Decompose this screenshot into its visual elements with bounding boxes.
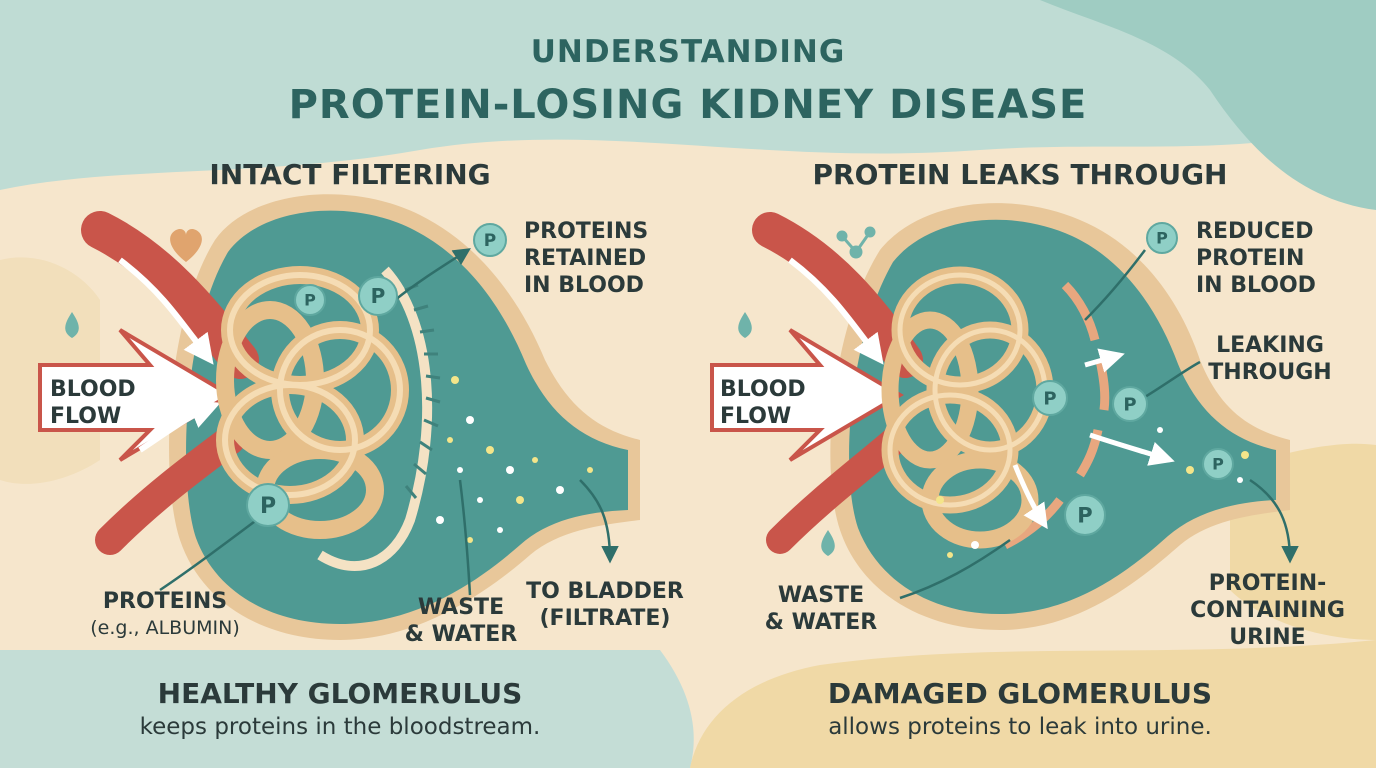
waste-pointer (458, 479, 472, 596)
bladder-line2: (FILTRATE) (539, 606, 671, 631)
healthy-glomerulus-illustration (38, 194, 641, 640)
urine-line3: URINE (1229, 625, 1306, 650)
protein-tokens: P P P P P P P P P (246, 222, 1234, 536)
header-subtitle: UNDERSTANDING (530, 34, 846, 70)
proteins-example: (e.g., ALBUMIN) (90, 617, 240, 639)
urine-line1: PROTEIN- (1208, 571, 1327, 596)
reduced-line3: IN BLOOD (1196, 273, 1316, 298)
protein-molecule (1202, 448, 1234, 480)
reduced-line2: PROTEIN (1196, 246, 1305, 271)
bladder-arrow (579, 479, 619, 564)
blood-flow-right-line2: FLOW (720, 404, 792, 429)
header-title: PROTEIN-LOSING KIDNEY DISEASE (288, 82, 1088, 128)
blood-flow-arrow-right (710, 328, 904, 462)
leaking-through-label: LEAKING THROUGH (1200, 332, 1340, 386)
filtrate-dots (436, 376, 593, 543)
waste-water-label: WASTE & WATER (396, 594, 526, 648)
water-drop-icon-lower (821, 530, 835, 556)
waste-line2: & WATER (404, 622, 518, 647)
filtration-membrane (317, 266, 433, 571)
left-caption-title: HEALTHY GLOMERULUS (157, 677, 523, 710)
proteins-label: PROTEINS (e.g., ALBUMIN) (70, 588, 260, 642)
reduced-line1: REDUCED (1196, 219, 1314, 244)
protein-urine-label: PROTEIN- CONTAINING URINE (1190, 570, 1345, 651)
blood-flow-label-right: BLOOD FLOW (720, 376, 806, 430)
blood-flow-right-line1: BLOOD (720, 377, 806, 402)
protein-molecule (1146, 222, 1178, 254)
protein-molecule-label: P (304, 291, 316, 310)
molecule-icon (836, 226, 876, 259)
protein-molecule (246, 483, 290, 527)
proteins-retained-label: PROTEINS RETAINED IN BLOOD (524, 218, 648, 299)
protein-molecule (1064, 494, 1106, 536)
bladder-line1: TO BLADDER (526, 579, 684, 604)
water-drop-icon-right (738, 312, 752, 338)
left-panel-heading: INTACT FILTERING (209, 158, 491, 191)
retained-arrow (394, 248, 471, 301)
leaking-line1: LEAKING (1216, 333, 1324, 358)
proteins-retained-line2: RETAINED (524, 246, 647, 271)
protein-molecule-label: P (260, 494, 276, 519)
proteins-retained-line1: PROTEINS (524, 219, 649, 244)
waste-right-line1: WASTE (777, 583, 865, 608)
right-caption-desc: allows proteins to leak into urine. (828, 714, 1212, 740)
left-caption-desc: keeps proteins in the bloodstream. (139, 714, 541, 740)
protein-molecule (473, 223, 507, 257)
right-panel-heading: PROTEIN LEAKS THROUGH (812, 158, 1228, 191)
protein-molecule (294, 284, 326, 316)
right-caption-title: DAMAGED GLOMERULUS (827, 677, 1213, 710)
water-drop-icon (65, 312, 79, 338)
proteins-line1: PROTEINS (102, 589, 228, 614)
waste-right-line2: & WATER (764, 610, 878, 635)
protein-molecule-label: P (1156, 229, 1168, 248)
protein-molecule (1032, 380, 1068, 416)
protein-molecule-label: P (1077, 504, 1092, 528)
blood-flow-label: BLOOD FLOW (50, 376, 136, 430)
to-bladder-label: TO BLADDER (FILTRATE) (520, 578, 690, 632)
damaged-glomerulus-illustration (710, 203, 1299, 630)
blood-flow-line2: FLOW (50, 404, 122, 429)
blood-vessel-lower (95, 425, 245, 555)
waste-water-label-right: WASTE & WATER (756, 582, 886, 636)
protein-molecule (358, 276, 398, 316)
protein-molecule-label: P (371, 284, 386, 308)
heart-icon (170, 228, 202, 262)
urine-line2: CONTAINING (1190, 598, 1345, 623)
reduced-protein-label: REDUCED PROTEIN IN BLOOD (1196, 218, 1316, 299)
blood-flow-line1: BLOOD (50, 377, 136, 402)
protein-molecule-label: P (1043, 388, 1056, 409)
waste-line1: WASTE (417, 595, 505, 620)
protein-molecule-label: P (1212, 455, 1224, 474)
protein-molecule-label: P (1123, 394, 1136, 415)
leaking-line2: THROUGH (1208, 360, 1332, 385)
proteins-retained-line3: IN BLOOD (524, 273, 644, 298)
protein-molecule-label: P (484, 231, 496, 251)
protein-molecule (1112, 386, 1148, 422)
